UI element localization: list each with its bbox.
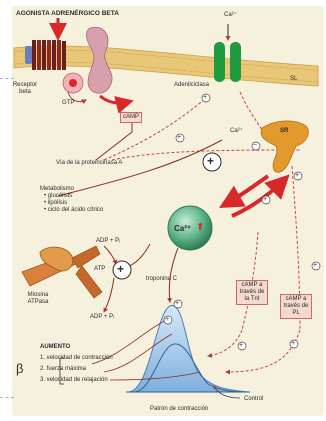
large-plus-top: + <box>207 155 214 168</box>
increase-item-2: 2. fuerza máxima <box>40 366 86 373</box>
metabolism-item-2: • lipólisis <box>44 200 67 207</box>
plus-sign: + <box>291 340 295 347</box>
sl-label: SL <box>290 76 297 83</box>
myosin-label: Miosina ATPasa <box>18 292 58 306</box>
receptor-label: Receptor beta <box>10 82 40 96</box>
plus-sign: + <box>203 94 207 101</box>
pka-channel-path <box>104 98 206 160</box>
camp-production-arrow <box>100 96 128 103</box>
troponin-label: troponina C <box>146 276 177 283</box>
camp-pka-line <box>96 118 132 160</box>
g-protein <box>63 73 86 102</box>
minus-sign: − <box>253 142 257 149</box>
adenylate-label: Adenilciclasa <box>174 82 209 89</box>
metabolism-item-3: • ciclo del ácido cítrico <box>44 207 103 214</box>
plus-sign: + <box>295 172 299 179</box>
plus-sign: + <box>175 300 179 307</box>
plus-sign: + <box>313 262 317 269</box>
atp-label: ATP <box>94 266 105 273</box>
increase-item-3: 3. velocidad de relajación <box>40 377 108 384</box>
tni-effect-path <box>208 330 242 356</box>
beta-symbol: β <box>16 362 23 376</box>
adp-arrow-top <box>104 246 116 264</box>
calcium-label-mid: Ca²⁺ <box>230 128 243 135</box>
metabolism-label: Metabolismo <box>40 186 74 193</box>
plus-sign: + <box>263 196 267 203</box>
adp-top-label: ADP + Pᵢ <box>96 238 120 245</box>
adp-arrow-bottom <box>104 278 114 312</box>
camp-pl-box: cAMP a través de PL <box>280 294 312 319</box>
diagram-title: AGONISTA ADRENÉRGICO BETA <box>16 10 119 17</box>
increase-item-1: 1. velocidad de contracción <box>40 355 113 362</box>
increase-heading: AUMENTO <box>40 344 70 351</box>
calcium-center-label: Ca²⁺ <box>174 224 191 233</box>
control-label: Control <box>244 396 263 403</box>
protein-kinase-label: Vía de la proteincinasa A <box>56 160 122 167</box>
calcium-troponin-arrow <box>169 248 178 302</box>
calcium-increase-arrow: ⬆ <box>196 222 204 233</box>
metabolism-line <box>58 140 222 196</box>
gtp-label: GTP <box>62 100 74 107</box>
plus-sign: + <box>239 342 243 349</box>
plus-sign: + <box>165 316 169 323</box>
pl-effect-path <box>226 330 300 372</box>
channel-sr-path <box>240 92 262 130</box>
calcium-label-top: Ca²⁺ <box>224 12 237 19</box>
plus-sign: + <box>177 134 181 141</box>
contraction-label: Patrón de contracción <box>150 406 208 413</box>
camp-box: cAMP <box>120 112 142 123</box>
myosin-atpase <box>22 246 102 298</box>
large-plus-mid: + <box>117 263 124 276</box>
camp-tni-box: cAMP a través de la TnI <box>236 280 268 305</box>
metabolism-item-1: • glucólisis <box>44 193 72 200</box>
sr-label: SR <box>280 128 288 135</box>
adp-bottom-label: ADP + Pᵢ <box>90 314 114 321</box>
